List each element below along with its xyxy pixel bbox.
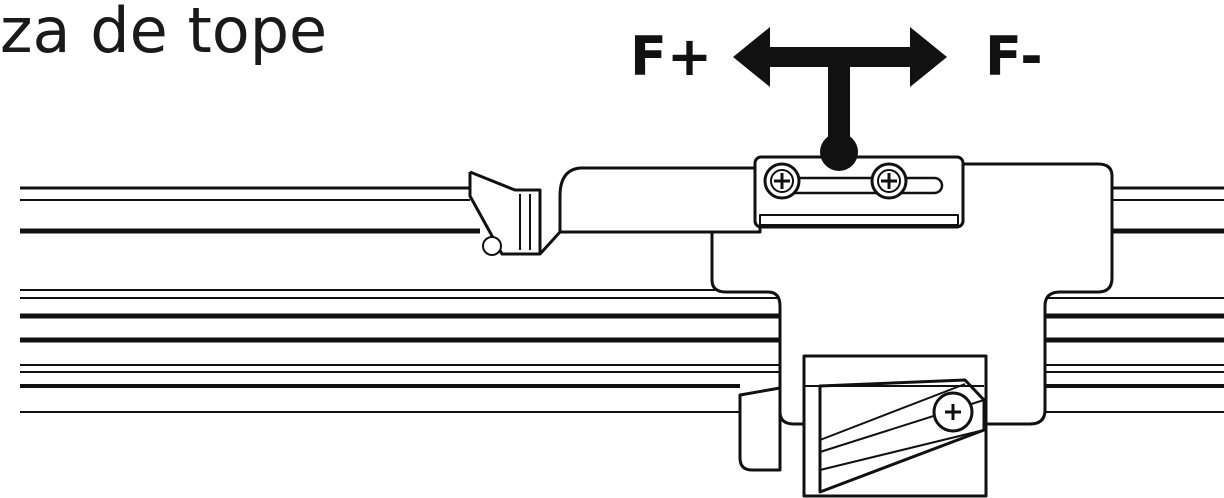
adjustment-plate (753, 155, 965, 229)
clamp-screw (932, 391, 974, 433)
adjust-plus-label: F+ (630, 25, 713, 88)
clamp-block (738, 354, 988, 498)
screw-right (870, 162, 908, 200)
diagram-title: za de tope (0, 0, 328, 67)
rail-profile (20, 186, 1224, 413)
stop-arm (468, 166, 762, 256)
screw-left (763, 162, 801, 200)
adjust-minus-label: F- (985, 25, 1043, 88)
double-arrow-icon (733, 27, 947, 171)
